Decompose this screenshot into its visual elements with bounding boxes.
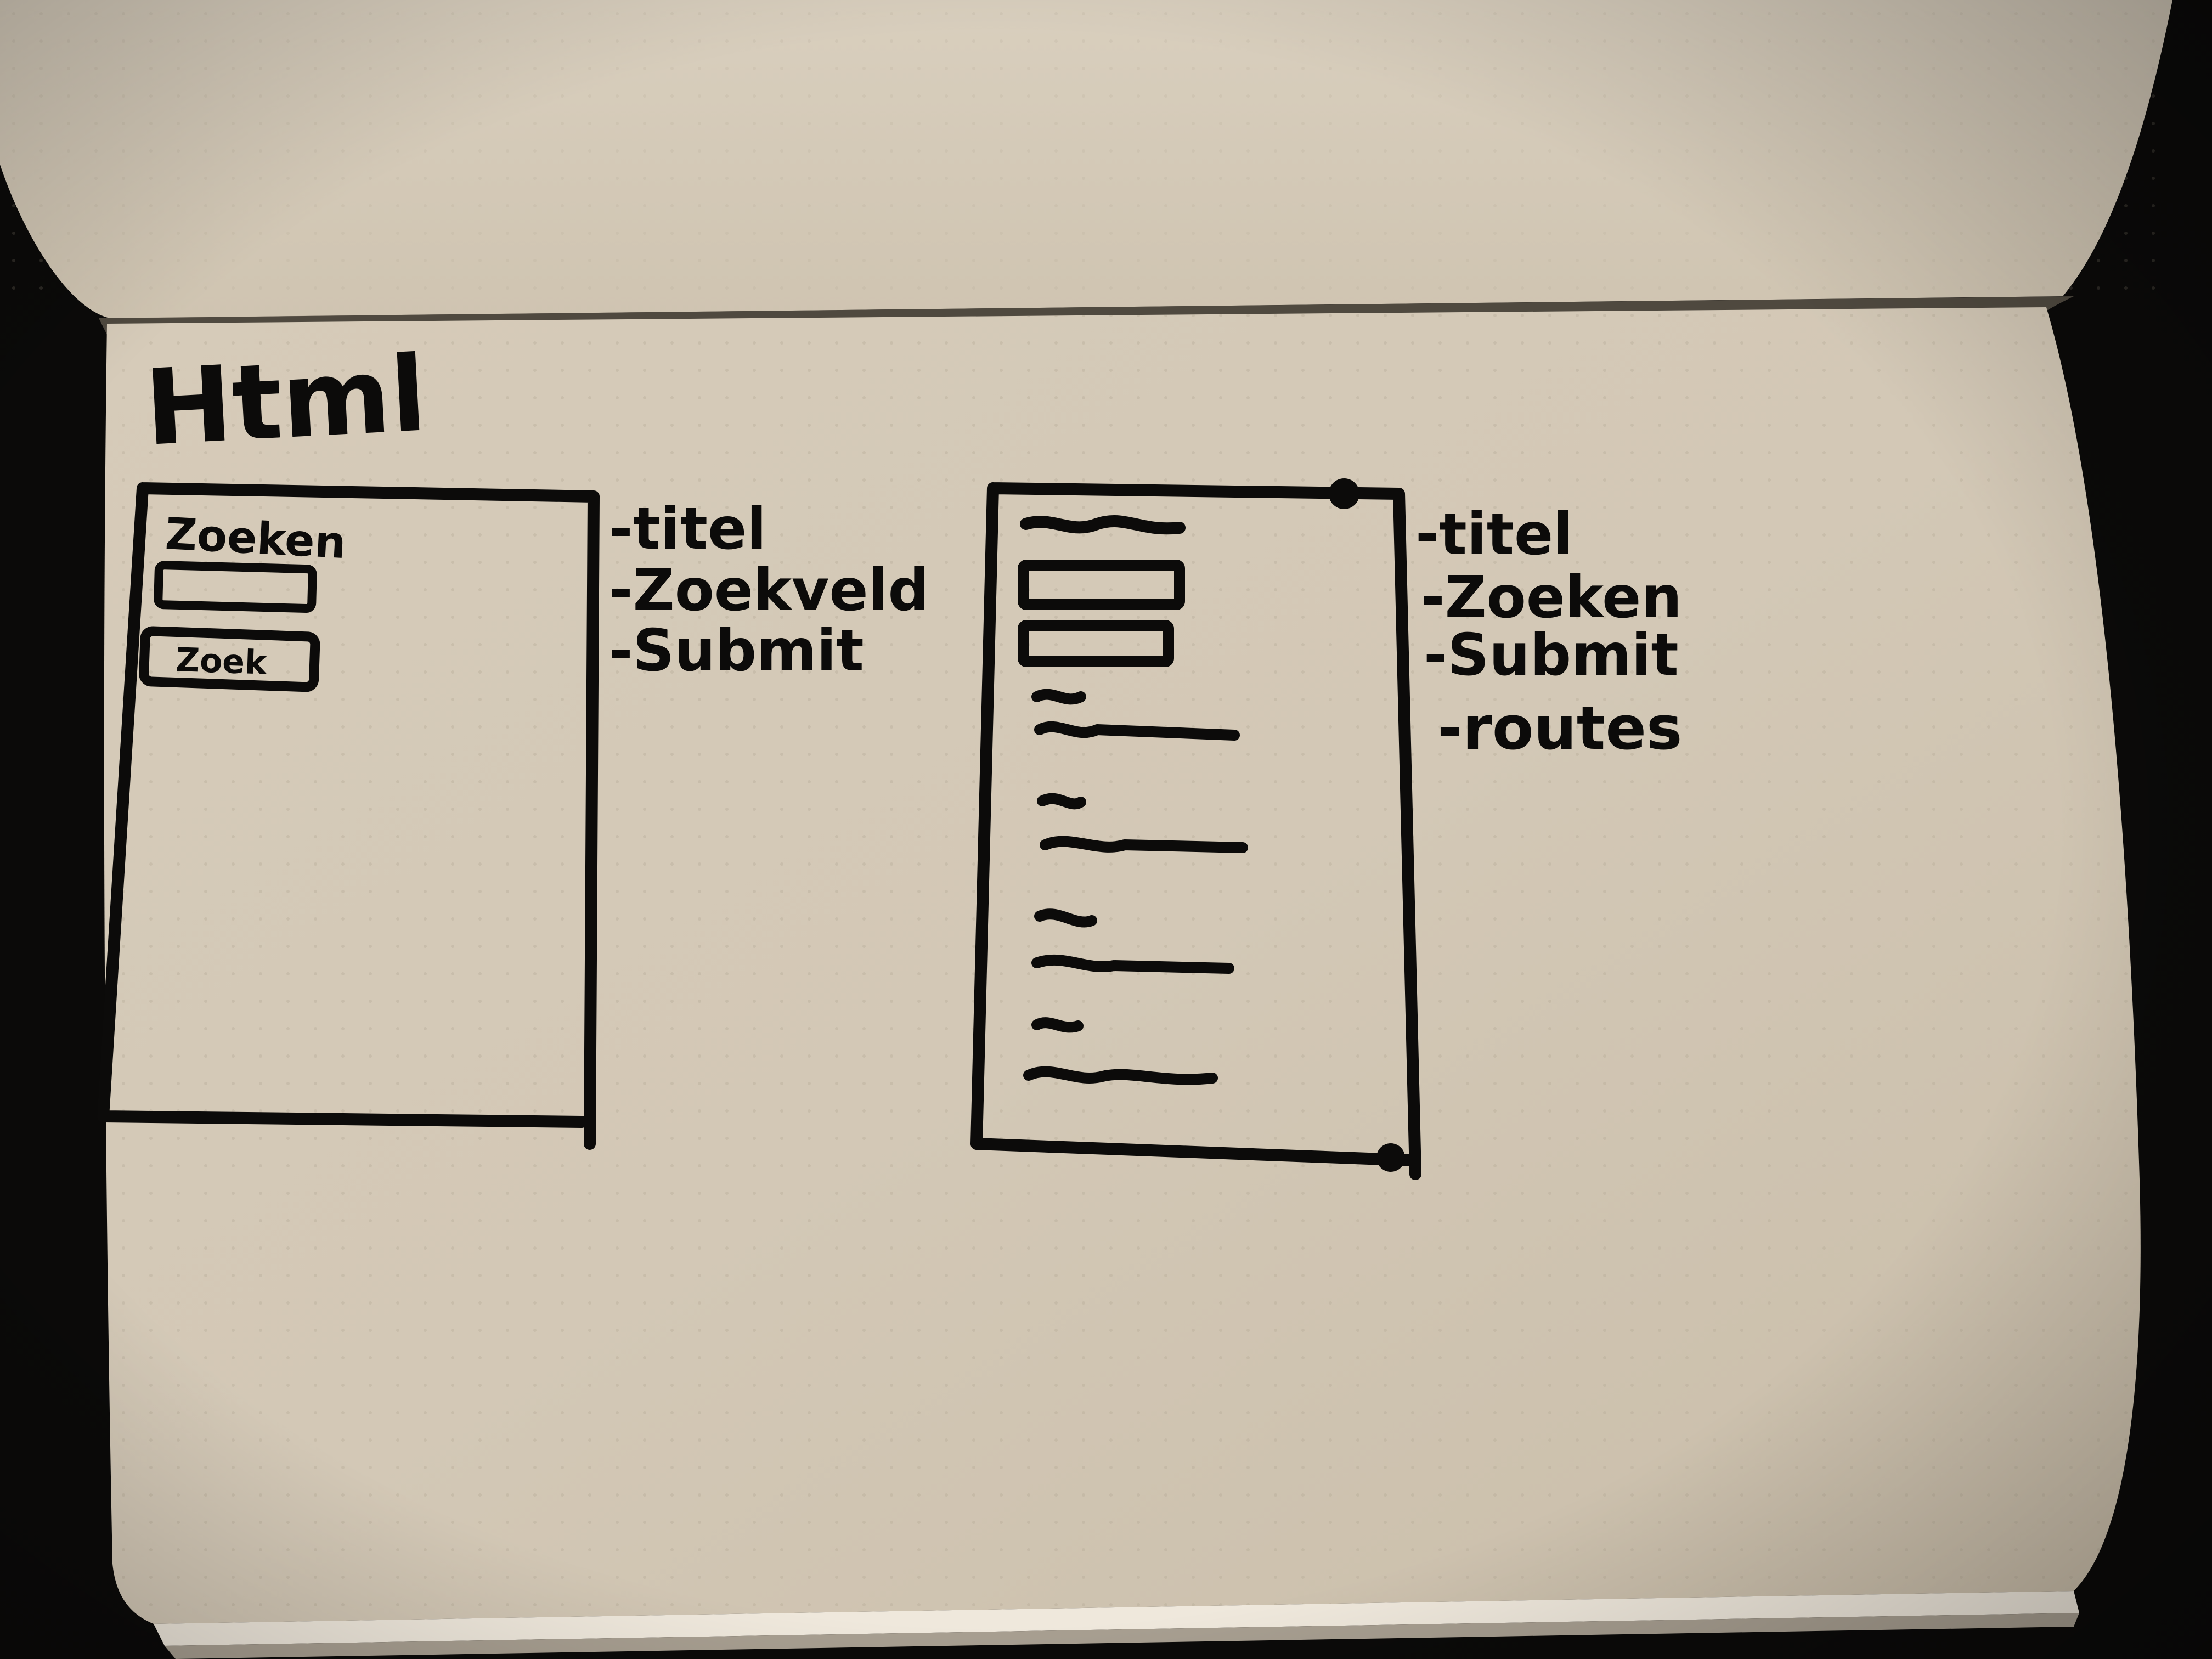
wireframe-results-search-field — [1018, 560, 1185, 610]
wireframe-results-routes — [1023, 689, 1248, 1085]
note-submit-1: -Submit — [609, 617, 864, 684]
note-zoeken: -Zoeken — [1421, 564, 1682, 631]
wireframe-search-button — [139, 626, 320, 692]
note-routes: -routes — [1437, 693, 1682, 763]
route-item — [1023, 1017, 1218, 1085]
note-titel-1: -titel — [609, 495, 766, 562]
route-item — [1037, 793, 1248, 853]
wireframe-results-title — [1020, 515, 1186, 535]
note-zoekveld: -Zoekveld — [609, 557, 929, 624]
wireframe-results-notes: -titel -Zoeken -Submit -routes — [1415, 501, 1682, 763]
note-titel-2: -titel — [1415, 501, 1573, 568]
wireframe-search: Zoeken Zoek — [97, 482, 600, 1150]
page-heading: Html — [142, 333, 430, 469]
wireframe-results-submit — [1018, 620, 1174, 667]
wireframe-search-label: Zoeken — [164, 508, 347, 568]
wireframe-search-notes: -titel -Zoekveld -Submit — [609, 495, 929, 684]
note-submit-2: -Submit — [1424, 622, 1679, 689]
wireframe-search-field — [154, 561, 317, 613]
wireframe-results — [970, 478, 1421, 1180]
route-item — [1031, 689, 1240, 741]
wireframe-search-button-label: Zoek — [175, 641, 268, 682]
wireframe-results-frame — [970, 482, 1421, 1180]
route-item — [1031, 909, 1234, 974]
wireframe-search-frame — [97, 482, 600, 1150]
